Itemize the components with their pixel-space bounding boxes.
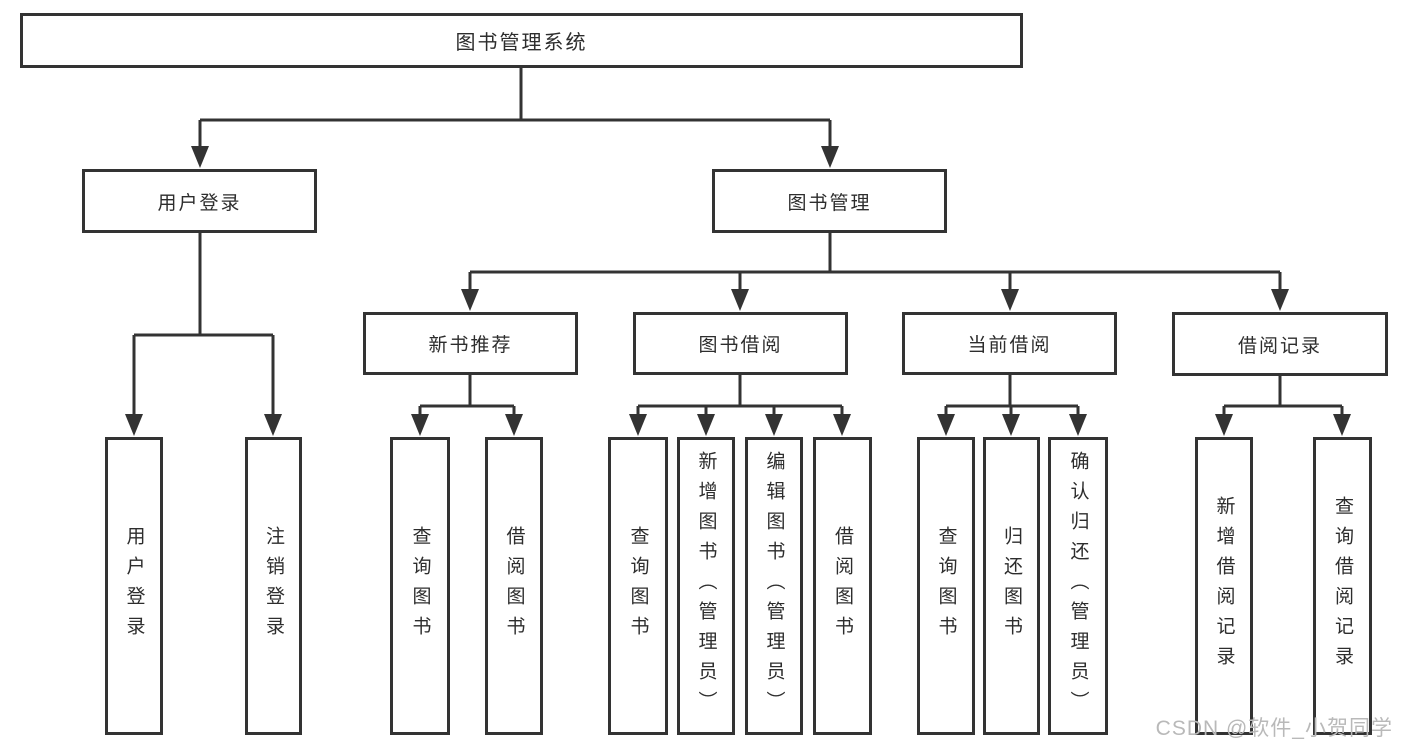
connector-new-book	[418, 375, 516, 420]
leaf-newbook-borrow-books: 借阅图书	[485, 437, 543, 735]
leaf-current-query-books: 查询图书	[917, 437, 975, 735]
leaf-logout: 注销登录	[245, 437, 302, 735]
csdn-watermark: CSDN @软件_小贺同学	[1155, 717, 1393, 740]
connector-book-management	[468, 233, 1282, 295]
node-new-book-recommend: 新书推荐	[363, 312, 578, 375]
leaf-user-login: 用户登录	[105, 437, 163, 735]
node-root: 图书管理系统	[20, 13, 1023, 68]
leaf-current-return-books: 归还图书	[983, 437, 1040, 735]
node-borrowing-records: 借阅记录	[1172, 312, 1388, 376]
leaf-borrowing-borrow-books: 借阅图书	[813, 437, 872, 735]
leaf-borrowing-add-books: 新增图书（管理员）	[677, 437, 735, 735]
node-user-login: 用户登录	[82, 169, 317, 233]
leaf-borrowing-edit-books: 编辑图书（管理员）	[745, 437, 803, 735]
connector-borrowing	[636, 375, 844, 420]
leaf-borrowing-query-books: 查询图书	[608, 437, 668, 735]
connector-current	[944, 375, 1080, 420]
connector-user-login	[132, 233, 275, 420]
connector-records	[1222, 375, 1344, 420]
leaf-newbook-query-books: 查询图书	[390, 437, 450, 735]
leaf-records-add-record: 新增借阅记录	[1195, 437, 1253, 735]
node-current-borrowing: 当前借阅	[902, 312, 1117, 375]
node-book-borrowing: 图书借阅	[633, 312, 848, 375]
leaf-current-confirm-return: 确认归还（管理员）	[1048, 437, 1108, 735]
leaf-records-query-record: 查询借阅记录	[1313, 437, 1372, 735]
node-book-management: 图书管理	[712, 169, 947, 233]
connector-root	[198, 68, 832, 150]
arrowheads	[125, 146, 1351, 436]
